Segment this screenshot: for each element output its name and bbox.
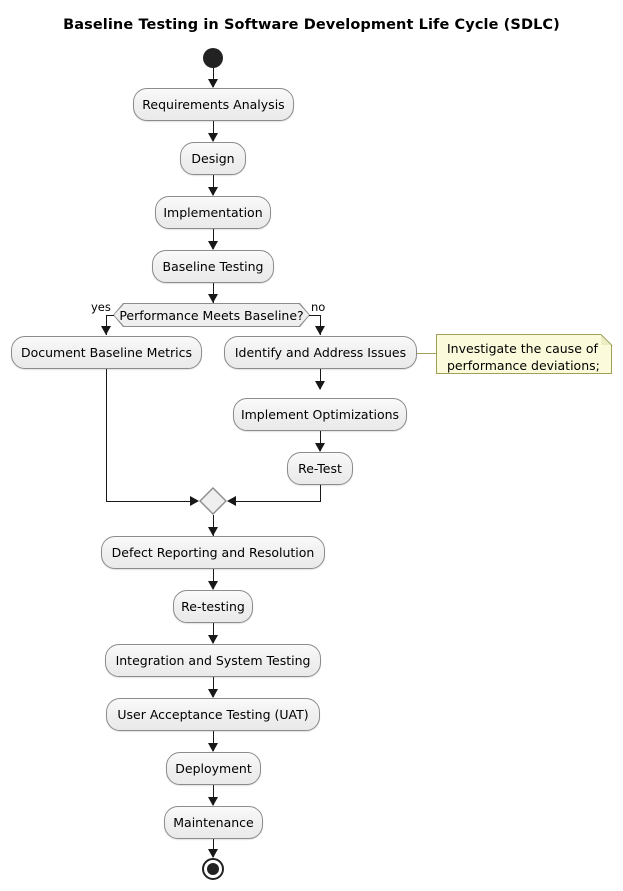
connector-baseline-testing-to-decision	[213, 283, 214, 303]
page-title: Baseline Testing in Software Development…	[63, 17, 560, 33]
arrowhead-baseline-testing-to-decision	[208, 294, 218, 303]
activity-implementation[interactable]: Implementation	[155, 196, 271, 229]
connector-requirements-to-design	[213, 121, 214, 141]
activity-design[interactable]: Design	[180, 142, 246, 175]
merge-node	[201, 489, 225, 513]
connector-implementation-to-baseline-testing	[213, 229, 214, 249]
note-connector-line	[417, 353, 436, 354]
connector-decision-yes-horizontal	[106, 315, 114, 316]
activity-integration-and-system-testing[interactable]: Integration and System Testing	[105, 644, 321, 677]
arrowhead-uat-to-deployment	[208, 743, 218, 752]
connector-defect-to-retesting	[213, 569, 214, 589]
activity-requirements-analysis[interactable]: Requirements Analysis	[133, 88, 294, 121]
connector-retest-to-merge	[236, 501, 321, 502]
arrowhead-document-metrics-into-merge	[190, 496, 199, 506]
connector-uat-to-deployment	[213, 731, 214, 751]
activity-maintenance[interactable]: Maintenance	[164, 806, 263, 839]
connector-deployment-to-maintenance	[213, 785, 214, 805]
note-investigate-cause: Investigate the cause of performance dev…	[436, 334, 612, 374]
decision-performance-meets-baseline[interactable]: Performance Meets Baseline?	[114, 304, 309, 326]
arrowhead-identify-to-optimizations	[315, 381, 325, 390]
connector-optimizations-to-retest	[320, 431, 321, 451]
connector-retest-down	[320, 485, 321, 502]
connector-decision-no-vertical	[320, 315, 321, 335]
arrowhead-defect-to-retesting	[208, 581, 218, 590]
arrowhead-maintenance-to-end	[208, 849, 218, 858]
arrowhead-integration-to-uat	[208, 689, 218, 698]
activity-defect-reporting-and-resolution[interactable]: Defect Reporting and Resolution	[101, 536, 325, 569]
activity-deployment[interactable]: Deployment	[166, 752, 261, 785]
arrowhead-retest-into-merge	[227, 496, 236, 506]
connector-maintenance-to-end	[213, 839, 214, 857]
branch-label-no: no	[311, 300, 326, 314]
arrowhead-design-to-implementation	[208, 187, 218, 196]
arrowhead-merge-to-defect-reporting	[208, 527, 218, 536]
connector-merge-to-defect-reporting	[213, 515, 214, 536]
activity-re-testing[interactable]: Re-testing	[173, 590, 253, 623]
arrowhead-deployment-to-maintenance	[208, 797, 218, 806]
arrowhead-start-to-requirements	[208, 79, 218, 88]
arrowhead-decision-yes	[101, 326, 111, 335]
arrowhead-requirements-to-design	[208, 133, 218, 142]
connector-decision-no-horizontal	[309, 315, 321, 316]
arrowhead-optimizations-to-retest	[315, 443, 325, 452]
connector-design-to-implementation	[213, 175, 214, 195]
connector-decision-yes-vertical	[106, 315, 107, 335]
branch-label-yes: yes	[91, 300, 111, 314]
activity-re-test[interactable]: Re-Test	[287, 452, 353, 485]
activity-user-acceptance-testing[interactable]: User Acceptance Testing (UAT)	[106, 698, 320, 731]
connector-integration-to-uat	[213, 677, 214, 697]
connector-start-to-requirements	[213, 68, 214, 87]
activity-identify-and-address-issues[interactable]: Identify and Address Issues	[224, 336, 417, 369]
arrowhead-decision-no	[315, 326, 325, 335]
start-node	[203, 48, 223, 68]
connector-retesting-to-integration	[213, 623, 214, 643]
connector-identify-to-optimizations	[320, 369, 321, 389]
connector-document-metrics-to-merge	[106, 501, 190, 502]
activity-implement-optimizations[interactable]: Implement Optimizations	[233, 398, 407, 431]
connector-document-metrics-down	[106, 369, 107, 502]
arrowhead-retesting-to-integration	[208, 635, 218, 644]
end-node-center	[207, 863, 219, 875]
arrowhead-implementation-to-baseline-testing	[208, 241, 218, 250]
activity-document-baseline-metrics[interactable]: Document Baseline Metrics	[11, 336, 202, 369]
activity-baseline-testing[interactable]: Baseline Testing	[152, 250, 274, 283]
